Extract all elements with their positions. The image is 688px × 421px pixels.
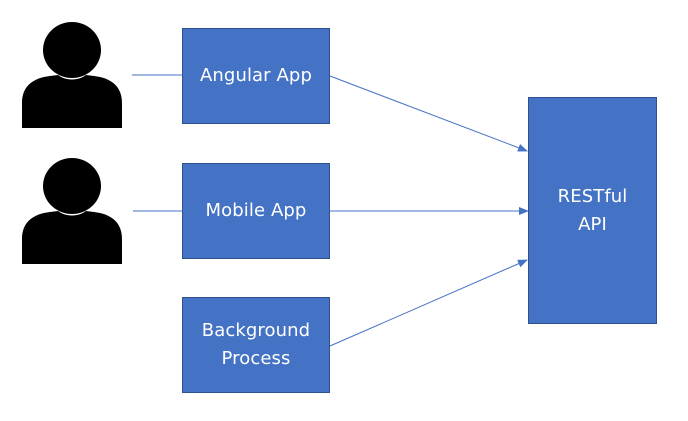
- restful-api-label: RESTful API: [557, 185, 628, 235]
- mobile-app-box: Mobile App: [182, 163, 330, 259]
- restful-api-box: RESTful API: [528, 97, 657, 324]
- arrow-background-to-api: [329, 259, 528, 347]
- background-process-box: Background Process: [182, 297, 330, 393]
- arrow-angular-to-api: [329, 75, 528, 152]
- background-process-label: Background Process: [201, 320, 311, 369]
- mobile-app-label: Mobile App: [205, 200, 307, 222]
- angular-app-box: Angular App: [182, 28, 330, 124]
- user-icon: [22, 22, 122, 128]
- user-icon: [22, 158, 122, 264]
- angular-app-label: Angular App: [200, 65, 312, 87]
